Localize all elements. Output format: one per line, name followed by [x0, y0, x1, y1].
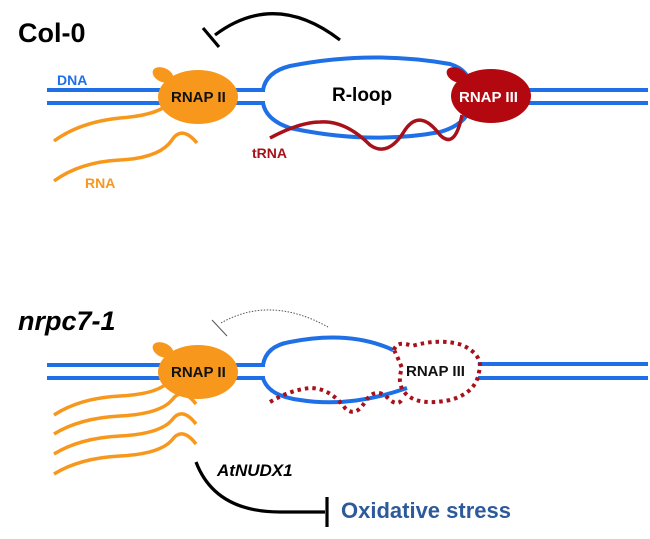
rnap2-label: RNAP II: [171, 89, 226, 106]
rnap2-enzyme: RNAP II: [152, 342, 238, 399]
top-panel-title: Col-0: [18, 18, 86, 48]
rnap2-label: RNAP II: [171, 364, 226, 381]
outcome-label: Oxidative stress: [341, 498, 511, 523]
trna-transcript: [269, 114, 464, 151]
rnap3-enzyme-impaired: RNAP III: [391, 339, 482, 405]
rnap3-label: RNAP III: [406, 363, 465, 380]
top-inhibition-arc: [214, 12, 341, 42]
bottom-panel: nrpc7-1 RNAP II RNAP III: [18, 306, 648, 527]
dna-label: DNA: [57, 72, 87, 88]
trna-transcript-reduced: [268, 385, 405, 414]
rna-label: RNA: [85, 175, 115, 191]
gene-label: AtNUDX1: [216, 461, 293, 480]
rnap2-enzyme: RNAP II: [152, 67, 238, 124]
nudx1-inhibition-arc: [194, 461, 325, 514]
bottom-inhibition-arc: [220, 309, 329, 328]
trna-label: tRNA: [252, 145, 287, 161]
rna-transcript: [52, 131, 199, 183]
bottom-inhibition-bar: [211, 319, 228, 337]
rloop-bubble: [261, 335, 408, 405]
rna-transcript: [53, 378, 172, 417]
top-panel: Col-0 R-loop DNA RNA RNAP II tRNA: [18, 12, 648, 191]
rna-transcript: [53, 392, 198, 436]
rnap3-enzyme: RNAP III: [446, 67, 531, 123]
rna-transcript: [52, 100, 172, 143]
rnap3-label: RNAP III: [459, 89, 518, 106]
rna-transcript: [53, 432, 198, 476]
rna-transcript: [53, 412, 198, 456]
rloop-label: R-loop: [332, 85, 392, 106]
bottom-panel-title: nrpc7-1: [18, 306, 116, 336]
top-inhibition-bar: [201, 26, 221, 49]
